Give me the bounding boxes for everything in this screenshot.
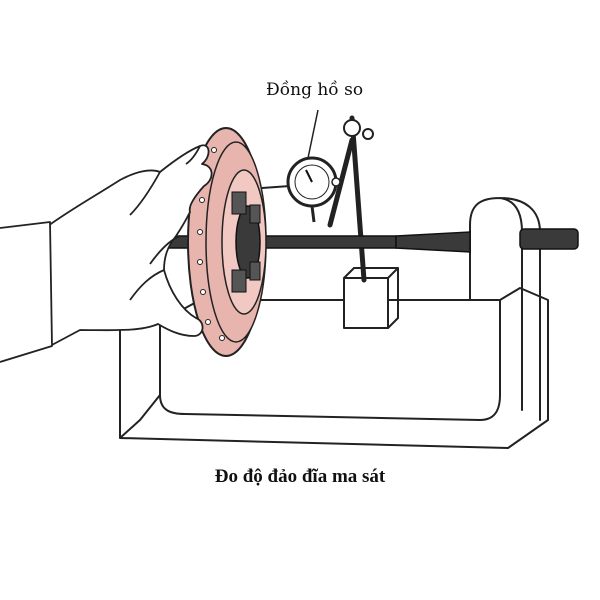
hand-icon (0, 144, 213, 363)
base-frame (119, 287, 549, 449)
gauge-stand-block (343, 277, 389, 329)
gauge-leader-line (307, 109, 319, 159)
figure-caption: Đo độ đảo đĩa ma sát (214, 466, 386, 487)
gauge-label: Đồng hồ so (266, 80, 364, 100)
dial-gauge-icon (261, 156, 341, 223)
